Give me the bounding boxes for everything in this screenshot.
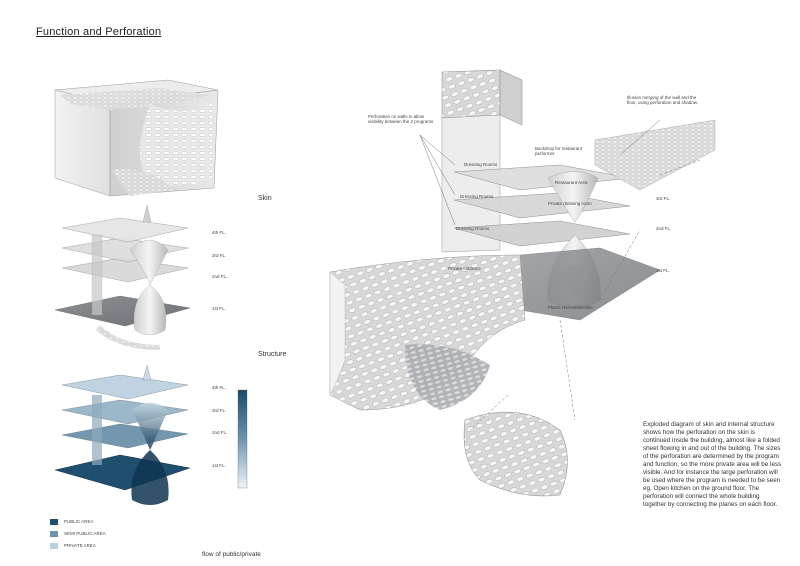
- structure-stack: [54, 204, 191, 350]
- flow-label: flow of public/private: [202, 551, 261, 558]
- legend-swatch-private: [50, 543, 58, 549]
- annotation-plant: Plants Hermelfalsoline: [548, 305, 593, 310]
- structure-floor-label-2: 2nd FL.: [212, 274, 228, 279]
- flow-floor-label-1: 1st FL.: [212, 463, 226, 468]
- legend-label-semi-public: SEMI PUBLIC AREA: [64, 531, 106, 537]
- annotation-dressing-rooms-3: Dressing Rooms: [456, 226, 490, 231]
- right-floor-label-3: 3rd FL.: [656, 196, 671, 201]
- flow-stack: [54, 364, 191, 505]
- legend-label-private: PRIVATE AREA: [64, 543, 96, 549]
- annotation-perforation-walls: Perforation on walls to allow visibility…: [368, 114, 434, 125]
- annotation-dressing-rooms-1: Dressing Rooms: [464, 162, 498, 167]
- legend: PUBLIC AREA SEMI PUBLIC AREA PRIVATE ARE…: [50, 519, 106, 549]
- annotation-illusion: Illusion merging of the wall and the flo…: [627, 95, 699, 106]
- legend-item-semi-public: SEMI PUBLIC AREA: [50, 531, 106, 537]
- right-floor-label-2: 2nd FL.: [656, 226, 672, 231]
- exploded-diagram: [329, 69, 716, 497]
- legend-item-public: PUBLIC AREA: [50, 519, 106, 525]
- skin-label-text: Skin: [258, 195, 272, 202]
- structure-label-text: Structure: [258, 351, 287, 358]
- legend-item-private: PRIVATE AREA: [50, 543, 106, 549]
- page-title: Function and Perforation: [36, 26, 162, 38]
- structure-floor-label-1: 1st FL.: [212, 306, 226, 311]
- flow-gradient-bar: [237, 389, 248, 489]
- flow-floor-label-3: 3rd FL.: [212, 408, 227, 413]
- skin-box: [54, 79, 219, 197]
- structure-floor-label-3: 3rd FL.: [212, 253, 227, 258]
- annotation-restaurant-area: Restaurant Area: [555, 180, 588, 185]
- annotation-dressing-rooms-2: Dressing Rooms: [460, 194, 494, 199]
- flow-floor-label-4: 4th FL.: [212, 385, 227, 390]
- legend-label-public: PUBLIC AREA: [64, 519, 94, 525]
- right-floor-label-1: 1st FL.: [656, 268, 670, 273]
- legend-swatch-semi-public: [50, 531, 58, 537]
- structure-floor-label-4: 4th FL.: [212, 230, 227, 235]
- annotation-private-dressing: Private dressing room: [548, 201, 592, 206]
- annotation-private-entrance: Private entrance: [448, 266, 481, 271]
- description-paragraph: Exploded diagram of skin and internal st…: [643, 421, 782, 509]
- legend-swatch-public: [50, 519, 58, 525]
- annotation-backdrop: Backdrop for restaurant performer: [535, 146, 583, 157]
- flow-floor-label-2: 2nd FL.: [212, 430, 228, 435]
